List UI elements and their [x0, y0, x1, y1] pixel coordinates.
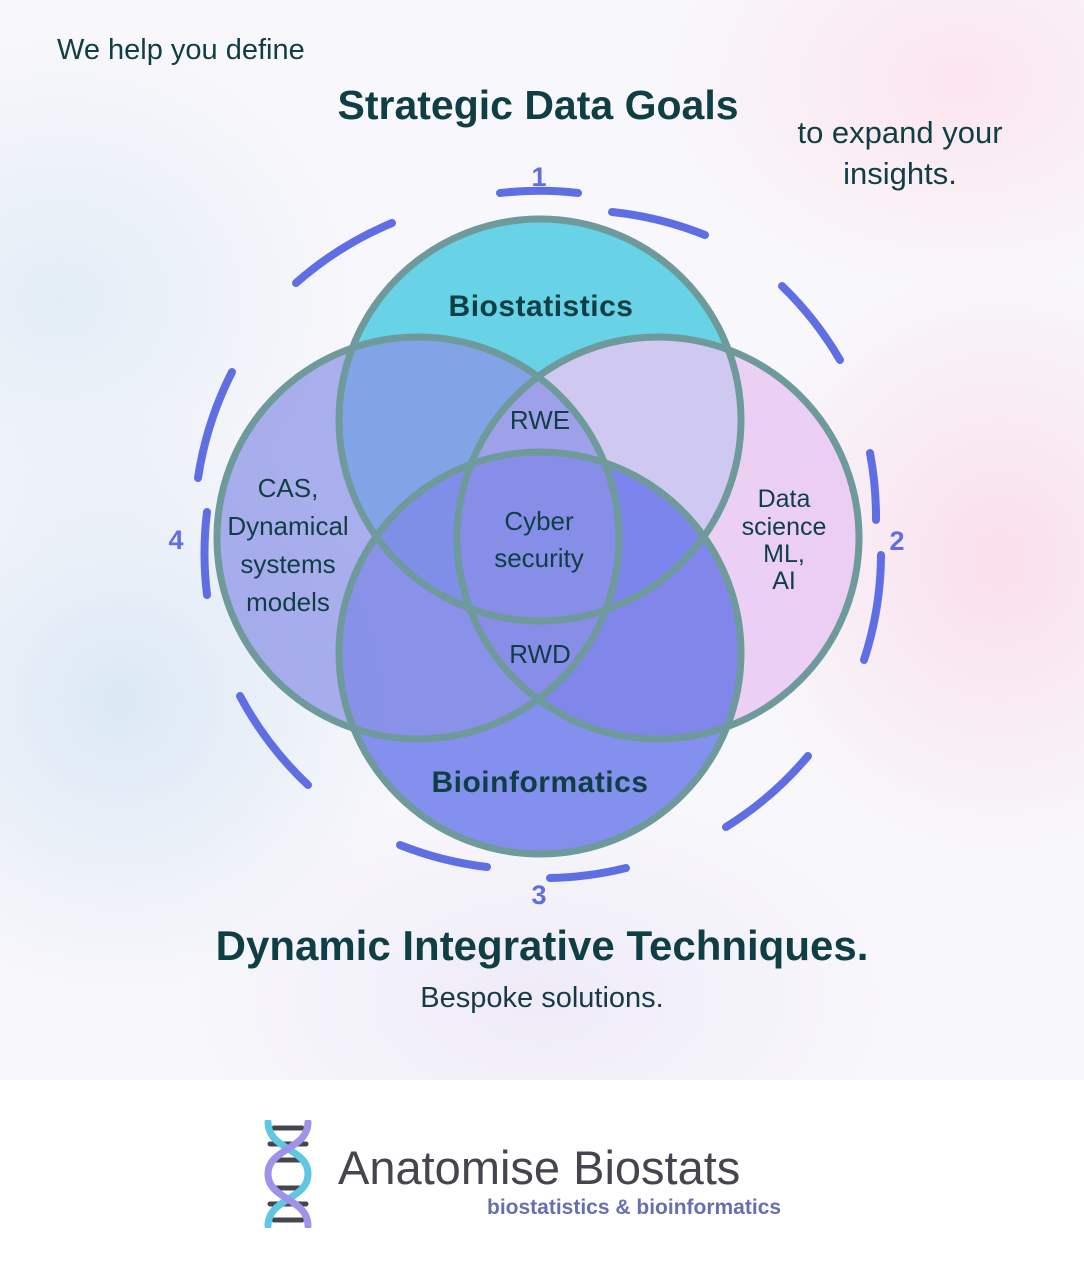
- cycle-arc: [236, 692, 312, 789]
- cycle-arc: [722, 752, 812, 831]
- cycle-arc: [292, 219, 396, 287]
- hero-section: We help you define Strategic Data Goals …: [0, 0, 1084, 1080]
- dna-logo-icon: [264, 1120, 312, 1228]
- cycle-arcs: [194, 186, 885, 882]
- cycle-arc: [866, 449, 881, 524]
- brand-footer: Anatomise Biostats biostatistics & bioin…: [0, 1080, 1084, 1286]
- subtagline: Bespoke solutions.: [420, 982, 664, 1014]
- cycle-arc: [496, 186, 582, 197]
- brand-name: Anatomise Biostats: [338, 1141, 741, 1194]
- circle-outline: [213, 333, 623, 743]
- outro-text: to expand your insights.: [760, 112, 1040, 194]
- headline: Strategic Data Goals: [337, 82, 739, 128]
- circle-outline: [453, 333, 863, 743]
- outro-line: insights.: [843, 156, 957, 191]
- label-line: science: [742, 513, 827, 541]
- label-systems-models: CAS, Dynamical systems models: [227, 473, 348, 617]
- tagline: Dynamic Integrative Techniques.: [215, 922, 869, 969]
- cycle-arc: [200, 508, 211, 599]
- circle-systems-models: [217, 337, 619, 739]
- brand-subtitle: biostatistics & bioinformatics: [487, 1196, 782, 1219]
- label-line: models: [246, 587, 330, 617]
- label-line: Data: [758, 485, 811, 513]
- cycle-arc: [860, 551, 885, 664]
- label-biostatistics: Biostatistics: [449, 290, 634, 323]
- circle-outline: [335, 448, 745, 858]
- label-bioinformatics: Bioinformatics: [431, 766, 648, 799]
- label-line: AI: [772, 567, 796, 595]
- intro-text: We help you define: [57, 34, 305, 66]
- label-rwe: RWE: [510, 405, 570, 435]
- step-number-4: 4: [168, 525, 183, 555]
- step-number-2: 2: [889, 526, 904, 556]
- label-line: systems: [240, 549, 335, 579]
- label-rwd: RWD: [509, 639, 571, 669]
- cycle-arc: [778, 282, 844, 364]
- cycle-arc: [546, 864, 630, 882]
- label-line: CAS,: [258, 473, 319, 503]
- label-cyber-line: security: [494, 543, 584, 573]
- label-cyber-line: Cyber: [504, 506, 574, 536]
- step-number-1: 1: [531, 162, 546, 192]
- label-line: ML,: [763, 540, 805, 568]
- outro-line: to expand your: [797, 115, 1003, 150]
- venn-diagram: 1 2 3 4 Biostatistics Bioinformatics Dat…: [168, 162, 904, 910]
- label-data-science: Data science ML, AI: [742, 485, 827, 595]
- step-number-3: 3: [531, 880, 546, 910]
- cycle-arc: [194, 368, 236, 482]
- label-line: Dynamical: [227, 511, 348, 541]
- circle-outlines: [213, 215, 863, 858]
- cycle-arc: [608, 208, 709, 239]
- circle-outline: [335, 215, 745, 625]
- cycle-arc: [396, 841, 491, 871]
